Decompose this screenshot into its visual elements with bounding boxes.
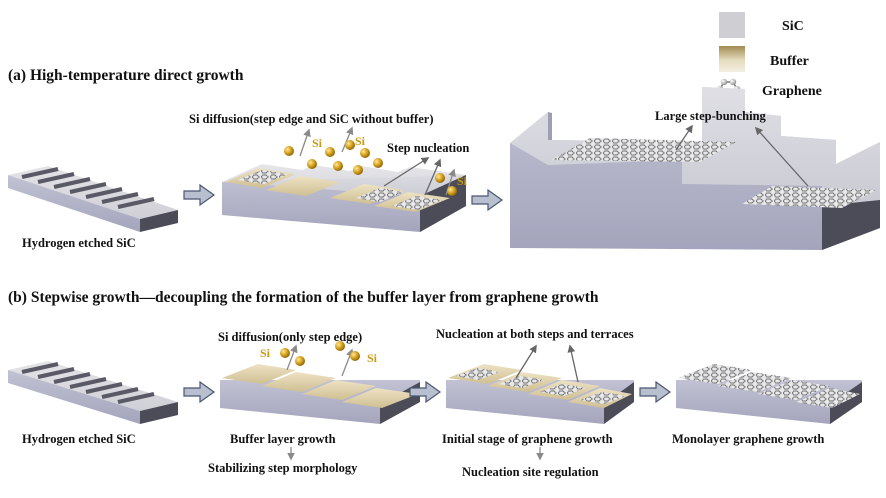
si-flux-arrow [286, 344, 298, 371]
nucleation-pointer-arrow [424, 158, 442, 196]
panel-b-etched-sic [8, 361, 178, 424]
nucleation-pointer-arrow [383, 157, 430, 187]
process-arrow-icon [183, 380, 216, 404]
panel-b-monolayer-stage [676, 364, 862, 424]
process-arrow-icon [409, 380, 442, 404]
si-flux-arrow [341, 126, 354, 153]
nucleation-pointer-arrow [567, 344, 579, 383]
si-label: Si [355, 134, 366, 148]
panel-a-title: (a) High-temperature direct growth [8, 67, 244, 84]
panel-a-bunching-note: Large step-bunching [655, 109, 767, 123]
panel-b-nucleation-note: Nucleation at both steps and terraces [436, 327, 634, 341]
panel-b-step4-caption: Monolayer graphene growth [672, 432, 824, 446]
bunching-pointer-arrow [754, 126, 809, 187]
bunching-pointer-arrow [675, 124, 693, 151]
panel-a-nucleation-note: Step nucleation [387, 141, 469, 155]
si-label: Si [457, 174, 468, 188]
legend-sic-label: SiC [782, 19, 804, 34]
process-arrow-icon [639, 380, 672, 404]
si-label: Si [367, 351, 378, 365]
legend-buffer-swatch [719, 46, 745, 72]
panel-a-diffusion-note: Si diffusion(step edge and SiC without b… [189, 112, 433, 126]
panel-b-step1-caption: Hydrogen etched SiC [22, 432, 136, 446]
panel-b-diffusion-note: Si diffusion(only step edge) [218, 330, 362, 344]
legend-buffer-label: Buffer [770, 54, 809, 69]
legend-graphene-label: Graphene [762, 84, 822, 99]
si-atoms-a [284, 140, 457, 196]
legend-sic-swatch [719, 12, 745, 38]
panel-a-step1-caption: Hydrogen etched SiC [22, 236, 136, 250]
panel-b-step3-caption: Initial stage of graphene growth [442, 432, 613, 446]
panel-b-step2-sub: Stabilizing step morphology [208, 461, 358, 475]
process-arrow-icon [471, 188, 504, 212]
si-label: Si [260, 346, 271, 360]
nucleation-pointer-arrow [515, 344, 537, 379]
panel-a-etched-sic [8, 166, 178, 232]
si-flux-arrow [299, 128, 311, 157]
panel-a-diffusion-stage [222, 164, 466, 232]
panel-b-initial-graphene-stage [446, 364, 634, 424]
si-label: Si [312, 136, 323, 150]
panel-b-title: (b) Stepwise growth—decoupling the forma… [8, 289, 599, 306]
process-arrow-icon [183, 183, 216, 207]
si-atoms-b [280, 341, 360, 366]
panel-a-step-bunching [510, 87, 880, 250]
legend: SiC Buffer Graphene [716, 12, 822, 100]
panel-b-step3-sub: Nucleation site regulation [462, 465, 599, 479]
panel-b-buffer-stage [220, 364, 420, 424]
panel-b-step2-caption: Buffer layer growth [230, 432, 336, 446]
